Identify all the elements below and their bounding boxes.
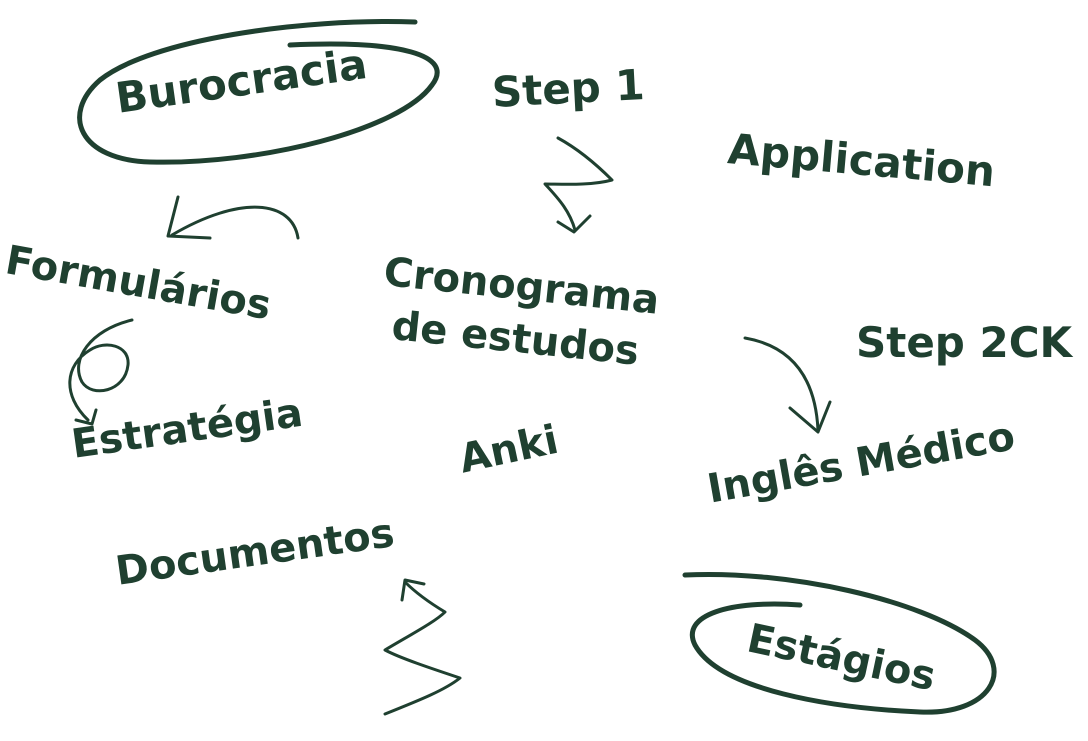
circle-outline-burocracia <box>77 19 440 165</box>
circle-outline-estagios <box>682 571 997 715</box>
word-step1: Step 1 <box>490 60 646 117</box>
squiggle-arrow-icon <box>543 136 614 234</box>
curved-arrow-icon <box>166 195 300 240</box>
curved-arrow-ingles-icon <box>743 336 832 434</box>
word-step2ck: Step 2CK <box>856 318 1073 367</box>
zigzag-arrow-icon <box>383 578 462 716</box>
loop-arrow-icon <box>68 318 134 426</box>
